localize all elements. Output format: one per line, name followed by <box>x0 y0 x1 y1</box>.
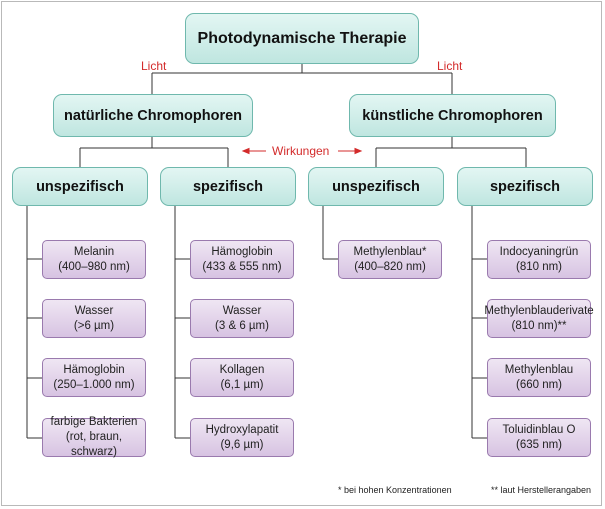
natural-specific-node: spezifisch <box>160 167 296 206</box>
leaf-melanin: Melanin (400–980 nm) <box>42 240 146 279</box>
artificial-chromophores-node: künstliche Chromophoren <box>349 94 556 137</box>
leaf-name: Methylenblau* <box>353 245 427 258</box>
leaf-value: (635 nm) <box>515 438 563 451</box>
natural-chromophores-node: natürliche Chromophoren <box>53 94 253 137</box>
artificial-unspecific-node: unspezifisch <box>308 167 444 206</box>
root-node: Photodynamische Therapie <box>185 13 419 64</box>
leaf-name: Wasser <box>74 304 114 317</box>
footnote-manufacturer: ** laut Herstellerangaben <box>491 485 592 495</box>
leaf-indocyaningruen: Indocyaningrün (810 nm) <box>487 240 591 279</box>
natural-unspecific-node: unspezifisch <box>12 167 148 206</box>
artificial-specific-node: spezifisch <box>457 167 593 206</box>
light-label-left: Licht <box>141 59 167 73</box>
leaf-methylenblau: Methylenblau (660 nm) <box>487 358 591 397</box>
footnote-concentration: * bei hohen Konzentrationen <box>338 485 452 495</box>
leaf-name: Hämoglobin <box>63 363 125 376</box>
leaf-value: (810 nm) <box>515 260 563 273</box>
leaf-value: (400–980 nm) <box>58 260 130 273</box>
leaf-value: (9,6 µm) <box>220 438 264 451</box>
leaf-haemoglobin-specific: Hämoglobin (433 & 555 nm) <box>190 240 294 279</box>
leaf-value: (660 nm) <box>515 378 563 391</box>
leaf-farbige-bakterien: farbige Bakterien (rot, braun, schwarz) <box>42 416 146 458</box>
leaf-value: (rot, braun, schwarz) <box>65 431 123 458</box>
light-label-right: Licht <box>437 59 463 73</box>
effects-label: Wirkungen <box>272 144 330 158</box>
leaf-name: Methylenblauderivate <box>484 304 594 317</box>
leaf-toluidinblau: Toluidinblau O (635 nm) <box>487 418 591 457</box>
leaf-kollagen: Kollagen (6,1 µm) <box>190 358 294 397</box>
leaf-name: Wasser <box>222 304 262 317</box>
leaf-name: Methylenblau <box>504 363 574 376</box>
leaf-value: (>6 µm) <box>73 319 115 332</box>
leaf-wasser: Wasser (>6 µm) <box>42 299 146 338</box>
leaf-name: Kollagen <box>219 363 265 376</box>
leaf-name: Hydroxylapatit <box>205 423 279 436</box>
leaf-methylenblau-unspecific: Methylenblau* (400–820 nm) <box>338 240 442 279</box>
leaf-name: farbige Bakterien <box>50 416 138 428</box>
leaf-name: Indocyaningrün <box>499 245 579 258</box>
leaf-value: (433 & 555 nm) <box>202 260 282 273</box>
leaf-name: Toluidinblau O <box>502 423 576 436</box>
leaf-wasser-specific: Wasser (3 & 6 µm) <box>190 299 294 338</box>
leaf-name: Hämoglobin <box>211 245 273 258</box>
leaf-haemoglobin: Hämoglobin (250–1.000 nm) <box>42 358 146 397</box>
leaf-hydroxylapatit: Hydroxylapatit (9,6 µm) <box>190 418 294 457</box>
leaf-value: (400–820 nm) <box>354 260 426 273</box>
leaf-value: (810 nm)** <box>511 319 567 332</box>
leaf-value: (250–1.000 nm) <box>53 378 135 391</box>
leaf-value: (6,1 µm) <box>220 378 264 391</box>
leaf-methylenblauderivate: Methylenblauderivate (810 nm)** <box>484 299 594 338</box>
leaf-value: (3 & 6 µm) <box>215 319 269 332</box>
leaf-name: Melanin <box>73 245 115 258</box>
